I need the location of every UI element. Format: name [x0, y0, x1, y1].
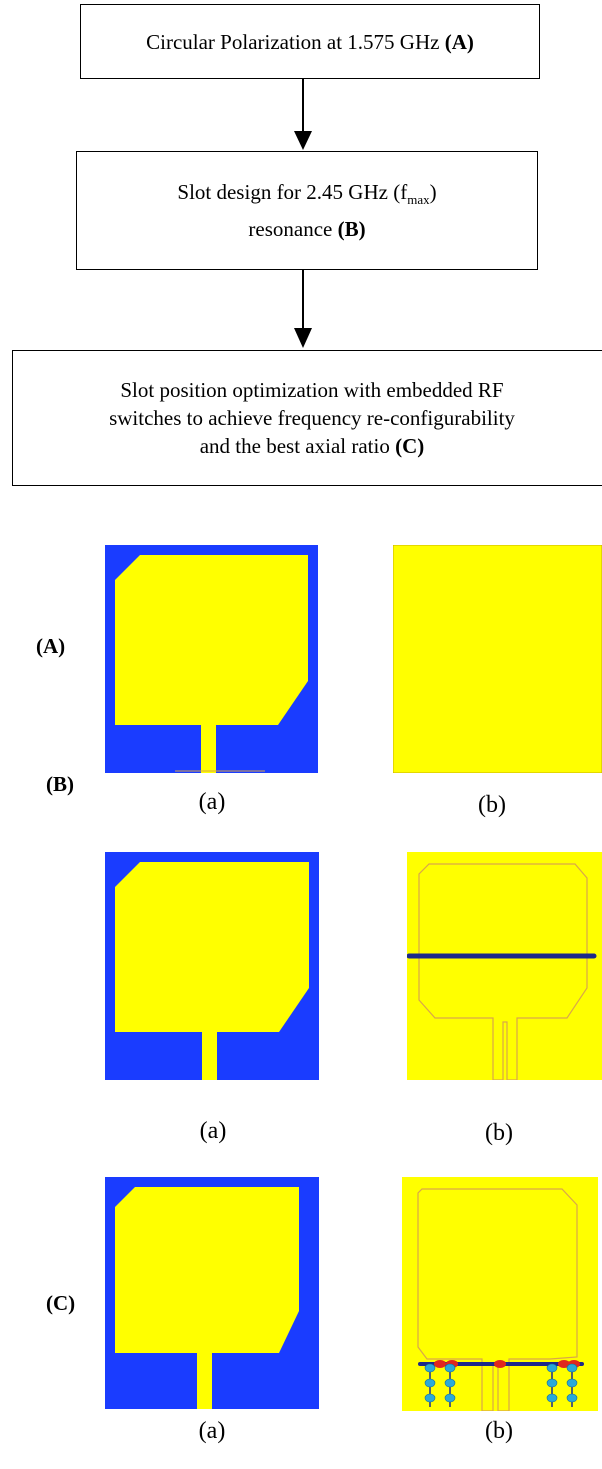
step-c-box: Slot position optimization with embedded…	[12, 350, 602, 486]
step-a-text: Circular Polarization at 1.575 GHz (A)	[146, 29, 474, 54]
row-label-b: (B)	[46, 772, 74, 796]
antenna-front-c	[105, 1177, 319, 1409]
row-label-a: (A)	[36, 634, 66, 658]
caption-c-left: (a)	[198, 1418, 226, 1444]
row-label-c: (C)	[46, 1291, 76, 1315]
antenna-back-c	[402, 1177, 598, 1411]
step-b-box: Slot design for 2.45 GHz (fmax) resonanc…	[76, 151, 538, 270]
caption-b-right: (b)	[485, 1120, 513, 1146]
arrow-down-icon	[294, 79, 312, 150]
antenna-front-a	[105, 545, 318, 773]
antenna-back-b	[407, 852, 602, 1080]
caption-a-left: (a)	[198, 789, 226, 815]
caption-a-right: (b)	[478, 792, 506, 818]
step-b-text: Slot design for 2.45 GHz (fmax) resonanc…	[177, 180, 437, 241]
caption-c-right: (b)	[485, 1418, 513, 1444]
step-a-box: Circular Polarization at 1.575 GHz (A)	[80, 4, 540, 79]
antenna-back-a	[393, 545, 602, 773]
arrow-down-icon	[294, 270, 312, 348]
step-c-text: Slot position optimization with embedded…	[109, 378, 515, 458]
antenna-front-b	[105, 852, 319, 1080]
caption-b-left: (a)	[199, 1118, 227, 1144]
